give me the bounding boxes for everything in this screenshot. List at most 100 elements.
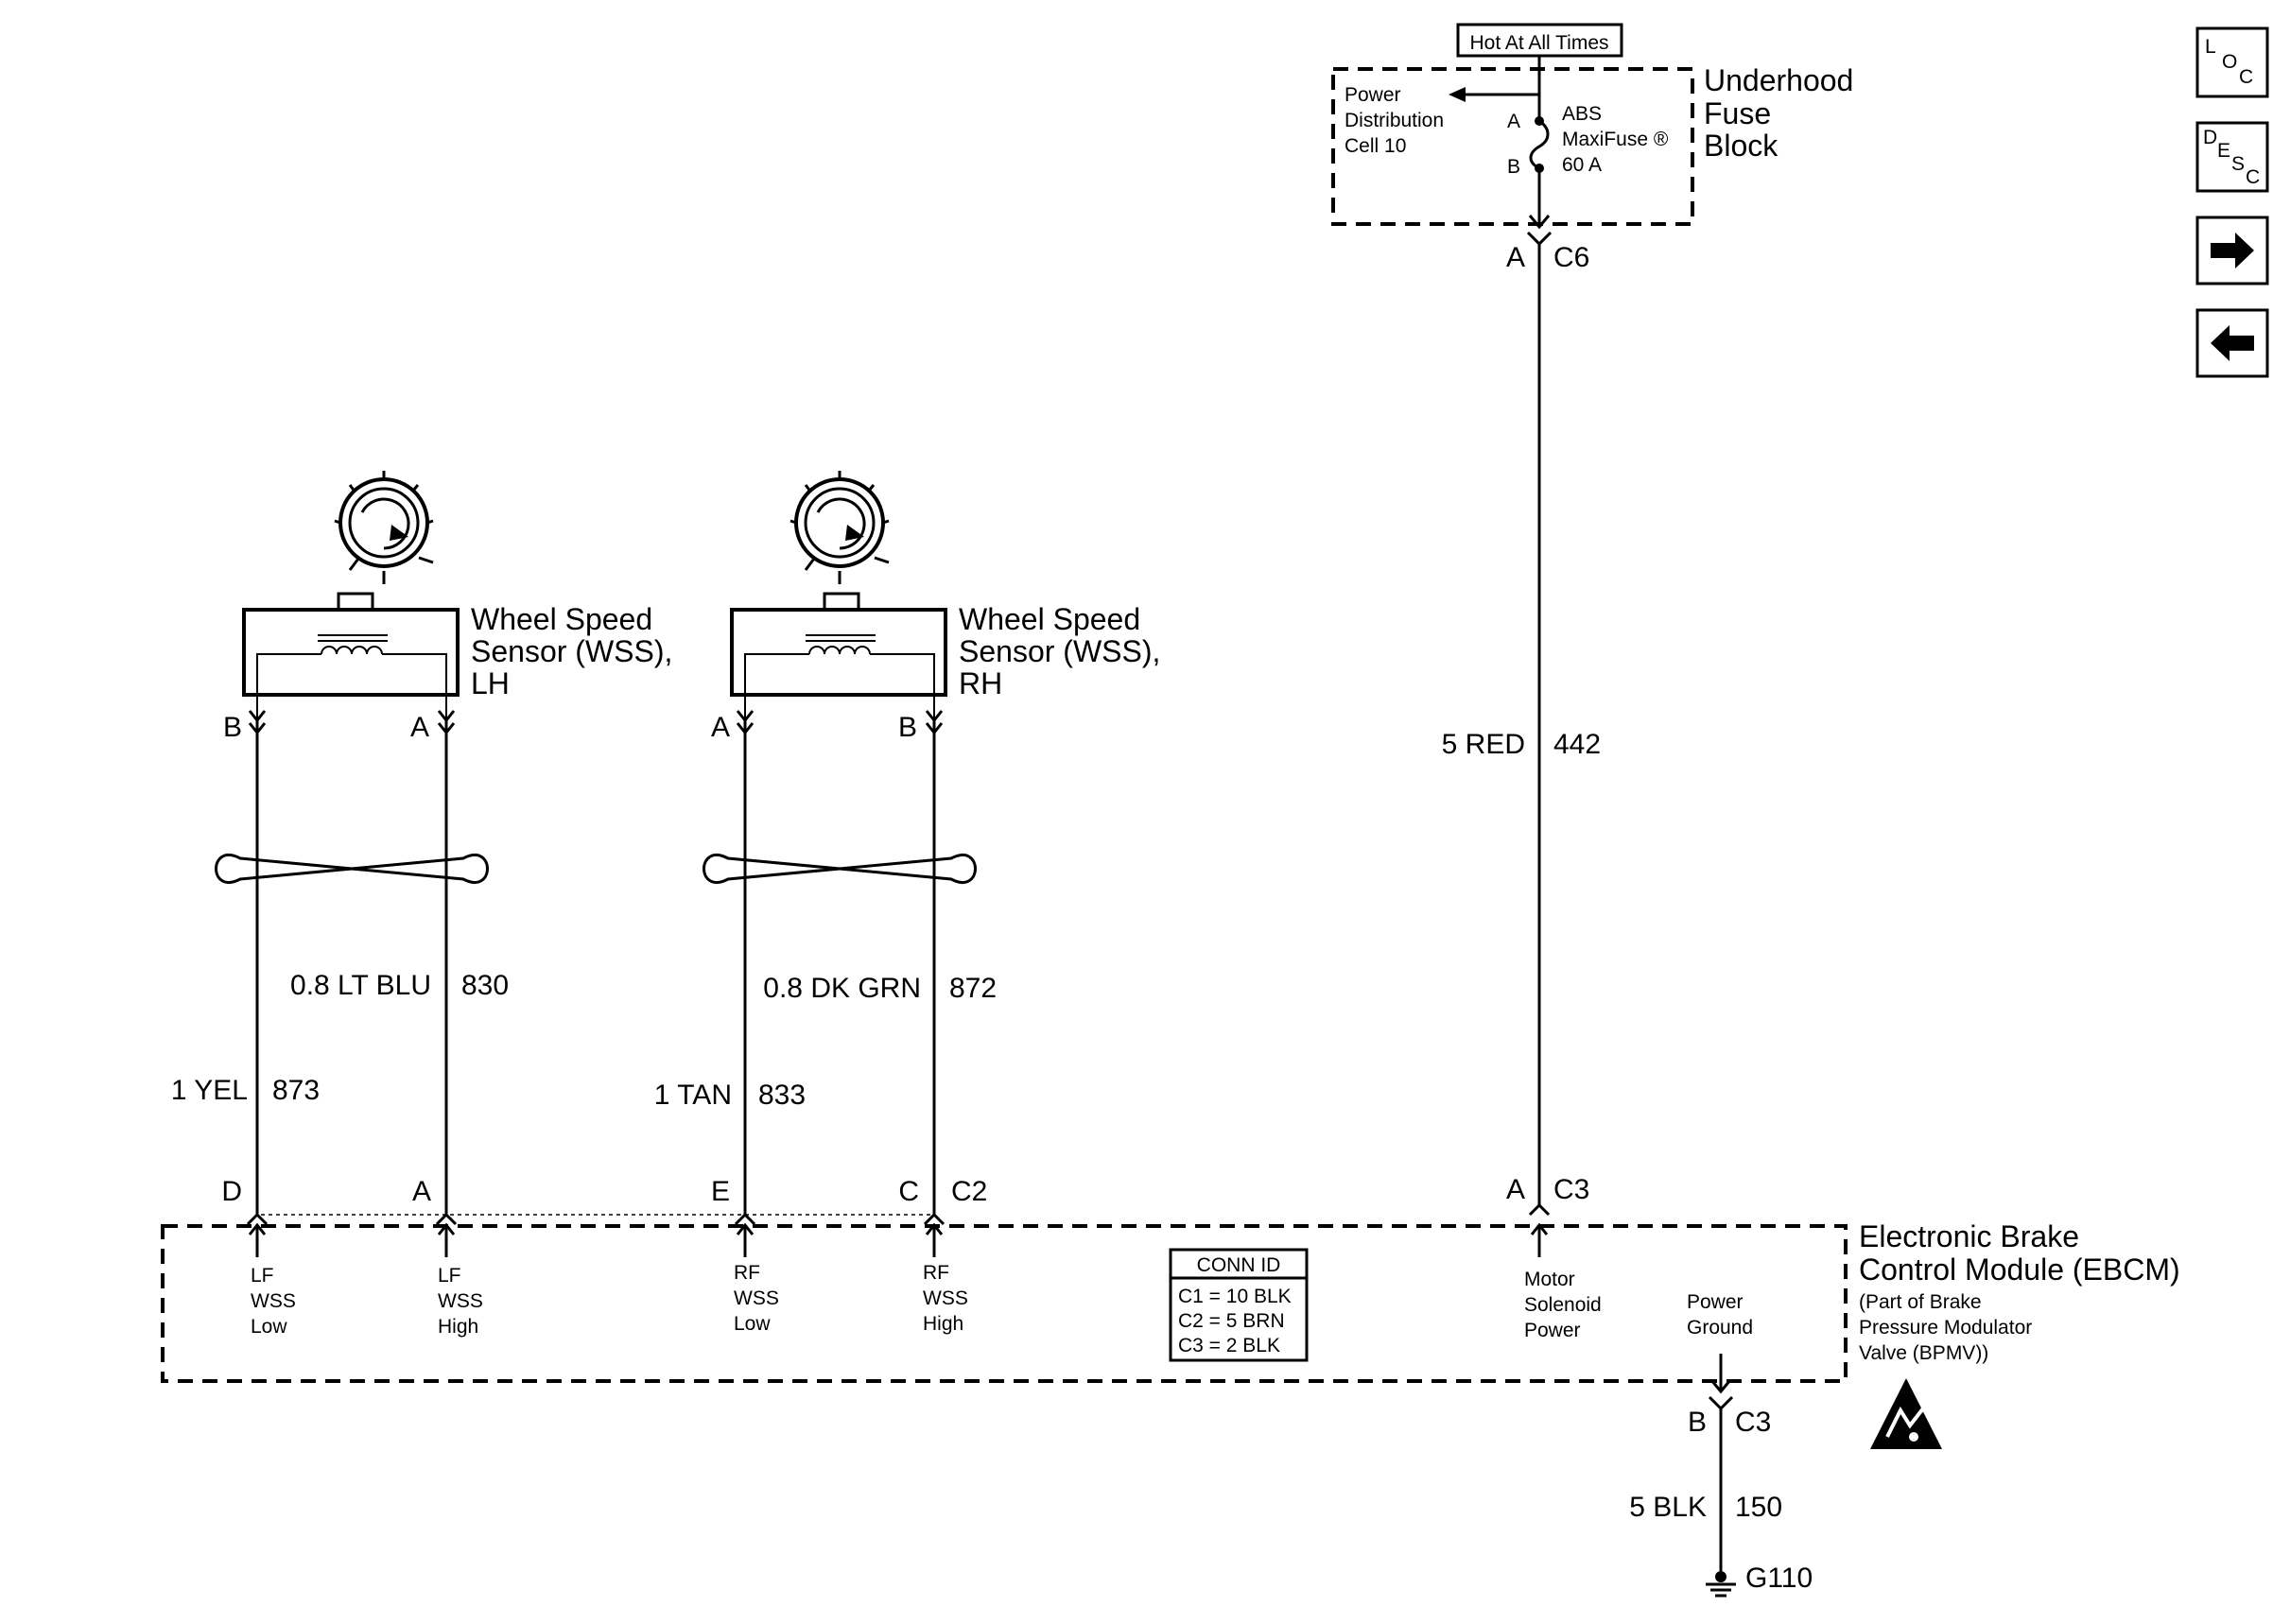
lf-high-pin-line2: WSS bbox=[438, 1290, 483, 1312]
ebcm-pin-e: E bbox=[711, 1176, 730, 1207]
rf-low-pin-line2: WSS bbox=[734, 1287, 779, 1309]
desc-letter-1: D bbox=[2203, 127, 2217, 148]
loc-letter-1: L bbox=[2205, 36, 2216, 58]
ebcm-name-line1: Electronic Brake bbox=[1859, 1219, 2079, 1253]
ground-pin-line2: Ground bbox=[1687, 1317, 1753, 1339]
fuse-output-arrow bbox=[1528, 215, 1551, 230]
ground-pin-label: B bbox=[1688, 1407, 1707, 1438]
sensor-lh-stem bbox=[337, 592, 374, 612]
c6-pin-label: A bbox=[1506, 242, 1525, 273]
ebcm-pin-c: C bbox=[898, 1176, 919, 1207]
ground-pin-arrow bbox=[1709, 1379, 1732, 1394]
lf-low-pin-line2: WSS bbox=[251, 1290, 296, 1312]
sensor-lh-body bbox=[242, 608, 460, 697]
rf-high-wire-circuit: 872 bbox=[949, 973, 997, 1004]
ground-conn-label: C3 bbox=[1735, 1407, 1771, 1438]
pin-c-connector-symbol bbox=[923, 1212, 946, 1226]
sensor-rh-line3: RH bbox=[959, 666, 1002, 700]
lf-high-wire-circuit: 830 bbox=[461, 970, 509, 1001]
wheel-speed-sensor-rh: Wheel Speed Sensor (WSS), RH A B 0.8 DK … bbox=[654, 471, 1160, 1215]
sensor-rh-pin-a: A bbox=[711, 712, 730, 743]
lf-high-pin-line3: High bbox=[438, 1316, 478, 1338]
nav-buttons: L O C D E S C bbox=[2195, 26, 2269, 378]
next-button[interactable] bbox=[2195, 216, 2269, 285]
conn-id-title: CONN ID bbox=[1197, 1254, 1281, 1276]
power-wire-442: 5 RED 442 bbox=[1442, 244, 1601, 1205]
power-wire-circuit: 442 bbox=[1553, 729, 1601, 760]
motor-pin-line3: Power bbox=[1524, 1320, 1581, 1341]
rf-low-pin-line3: Low bbox=[734, 1313, 771, 1335]
lf-low-wire-color: 1 YEL bbox=[171, 1075, 248, 1106]
c6-connector-symbol bbox=[1526, 231, 1553, 247]
sensor-rh-line1: Wheel Speed bbox=[959, 602, 1140, 636]
coil-lh-icon bbox=[256, 634, 447, 720]
power-distribution-arrow bbox=[1449, 87, 1466, 102]
rf-low-wire-color: 1 TAN bbox=[654, 1080, 732, 1111]
sensor-lh-line1: Wheel Speed bbox=[471, 602, 652, 636]
fuse-block-name-line1: Underhood bbox=[1704, 63, 1853, 97]
ebcm-pin-a-lf: A bbox=[412, 1176, 431, 1207]
desc-letter-3: S bbox=[2231, 153, 2245, 175]
lf-high-pin-line1: LF bbox=[438, 1265, 461, 1287]
underhood-fuse-block: Hot At All Times Underhood Fuse Block Po… bbox=[1331, 23, 1853, 273]
conn-id-row1: C1 = 10 BLK bbox=[1178, 1286, 1292, 1307]
conn-id-row2: C2 = 5 BRN bbox=[1178, 1310, 1285, 1332]
pin-e-connector-symbol bbox=[734, 1212, 756, 1226]
motor-pin-line1: Motor bbox=[1524, 1269, 1575, 1290]
ground-id-label: G110 bbox=[1745, 1563, 1813, 1594]
fuse-line3: 60 A bbox=[1562, 154, 1602, 176]
lf-low-pin-line3: Low bbox=[251, 1316, 287, 1338]
ebcm-pin-d: D bbox=[221, 1176, 242, 1207]
rf-high-pin-line2: WSS bbox=[923, 1287, 968, 1309]
fuse-line2: MaxiFuse ® bbox=[1562, 129, 1669, 150]
sensor-rh-stem bbox=[823, 592, 860, 612]
power-wire-color: 5 RED bbox=[1442, 729, 1525, 760]
rf-low-wire-circuit: 833 bbox=[758, 1080, 806, 1111]
ebcm-outline bbox=[161, 1224, 1848, 1383]
ebcm-sub-line1: (Part of Brake bbox=[1859, 1291, 1982, 1313]
arrow-right-icon bbox=[2211, 233, 2254, 268]
twisted-pair-lh-icon bbox=[215, 854, 489, 884]
power-distribution-line2: Distribution bbox=[1345, 110, 1444, 131]
rf-high-pin-line1: RF bbox=[923, 1262, 949, 1284]
fuse-line1: ABS bbox=[1562, 103, 1602, 125]
rf-high-wire-color: 0.8 DK GRN bbox=[763, 973, 921, 1004]
motor-pin-line2: Solenoid bbox=[1524, 1294, 1602, 1316]
esd-warning-icon bbox=[1870, 1378, 1942, 1449]
conn-id-table: CONN ID C1 = 10 BLK C2 = 5 BRN C3 = 2 BL… bbox=[1169, 1248, 1309, 1362]
back-button[interactable] bbox=[2195, 308, 2269, 378]
tone-wheel-rh-icon bbox=[789, 471, 890, 584]
desc-button[interactable]: D E S C bbox=[2195, 121, 2269, 193]
power-distribution-line1: Power bbox=[1345, 84, 1401, 106]
sensor-lh-line2: Sensor (WSS), bbox=[471, 634, 672, 668]
ground-wire-circuit: 150 bbox=[1735, 1492, 1782, 1523]
sensor-rh-line2: Sensor (WSS), bbox=[959, 634, 1160, 668]
fuse-pin-a: A bbox=[1507, 111, 1520, 132]
ebcm-input-arrows bbox=[248, 1222, 1549, 1257]
ground-pin-line1: Power bbox=[1687, 1291, 1744, 1313]
sensor-lh-pin-b: B bbox=[223, 712, 242, 743]
pin-a-connector-symbol bbox=[435, 1212, 458, 1226]
pin-a-c3-connector-symbol bbox=[1528, 1202, 1551, 1217]
desc-letter-2: E bbox=[2217, 140, 2230, 162]
ebcm-pin-a-motor: A bbox=[1506, 1174, 1525, 1205]
sensor-rh-pin-b: B bbox=[898, 712, 917, 743]
hot-at-all-times-label: Hot At All Times bbox=[1469, 32, 1608, 54]
ground-wire-color: 5 BLK bbox=[1629, 1492, 1707, 1523]
pin-d-connector-symbol bbox=[246, 1212, 269, 1226]
wheel-speed-sensor-lh: Wheel Speed Sensor (WSS), LH B A 0.8 LT … bbox=[171, 471, 672, 1215]
rf-high-pin-line3: High bbox=[923, 1313, 963, 1335]
ebcm-module: D A E C C2 A C3 LF WSS Low LF WSS High R… bbox=[161, 1174, 2180, 1449]
power-distribution-line3: Cell 10 bbox=[1345, 135, 1406, 157]
fuse-block-name-line2: Fuse bbox=[1704, 96, 1771, 130]
fuse-element bbox=[1529, 119, 1550, 170]
tone-wheel-lh-icon bbox=[334, 471, 434, 584]
lf-low-wire-circuit: 873 bbox=[272, 1075, 320, 1106]
loc-letter-3: C bbox=[2239, 66, 2253, 88]
c6-connector-label: C6 bbox=[1553, 242, 1589, 273]
ebcm-conn-c2: C2 bbox=[951, 1176, 987, 1207]
coil-rh-icon bbox=[744, 634, 935, 720]
arrow-left-icon bbox=[2211, 325, 2254, 361]
loc-button[interactable]: L O C bbox=[2195, 26, 2269, 98]
ground-symbol-icon bbox=[1706, 1571, 1736, 1598]
